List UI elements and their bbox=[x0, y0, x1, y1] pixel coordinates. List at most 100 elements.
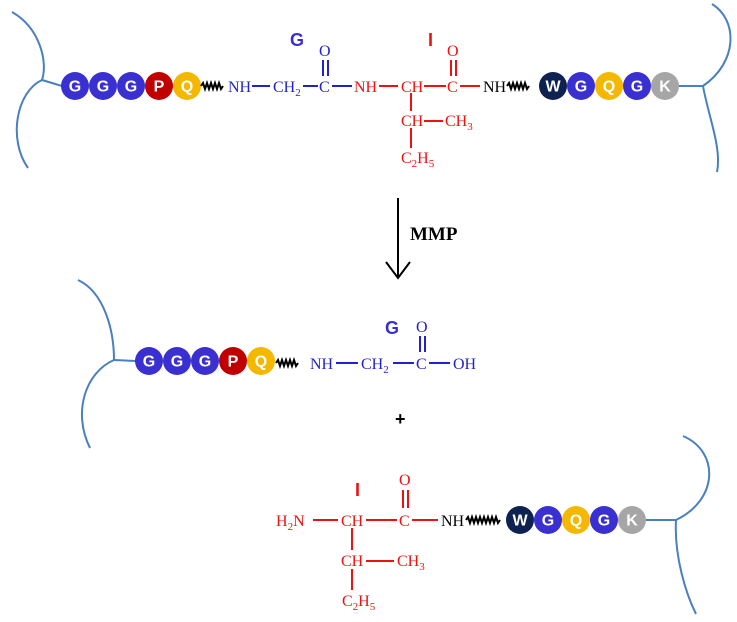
nh-group: NH bbox=[310, 356, 334, 373]
wavy-bond bbox=[275, 356, 299, 370]
isoleucine-label: I bbox=[428, 30, 433, 50]
nh-group: NH bbox=[228, 79, 252, 96]
left-polymer-arc bbox=[11, 11, 45, 169]
side-chain-ch: CH bbox=[341, 553, 364, 570]
carbonyl-carbon: C bbox=[399, 513, 410, 530]
right-peptide-beads: W G Q G K bbox=[506, 506, 646, 534]
peptide-bead: W bbox=[506, 506, 534, 534]
carbonyl-oxygen: O bbox=[416, 319, 428, 336]
bead-label: W bbox=[545, 79, 561, 96]
bead-label: G bbox=[97, 79, 109, 96]
hydroxyl-group: OH bbox=[453, 356, 477, 373]
left-peptide-beads: G G G P Q bbox=[61, 72, 201, 100]
bead-circle bbox=[590, 506, 618, 534]
carbonyl-carbon: C bbox=[319, 79, 330, 96]
arrow-head bbox=[385, 261, 411, 280]
peptide-bead: K bbox=[651, 72, 679, 100]
isoleucine-label: I bbox=[355, 480, 360, 500]
right-peptide-beads: W G Q G K bbox=[539, 72, 679, 100]
peptide-bead: Q bbox=[595, 72, 623, 100]
bead-circle bbox=[623, 72, 651, 100]
wavy-bond bbox=[465, 513, 501, 527]
peptide-bead: Q bbox=[562, 506, 590, 534]
bead-circle bbox=[247, 347, 275, 375]
bead-circle bbox=[506, 506, 534, 534]
peptide-bead: W bbox=[539, 72, 567, 100]
bead-circle bbox=[618, 506, 646, 534]
bead-label: W bbox=[512, 513, 528, 530]
bead-label: G bbox=[542, 513, 554, 530]
bead-label: G bbox=[125, 79, 137, 96]
carbonyl-carbon: C bbox=[447, 79, 458, 96]
left-polymer-link bbox=[113, 359, 137, 362]
peptide-bead: G bbox=[89, 72, 117, 100]
peptide-bead: K bbox=[618, 506, 646, 534]
bead-circle bbox=[61, 72, 89, 100]
bead-circle bbox=[562, 506, 590, 534]
cleavage-product-1: G G G P Q G NH CH2 C O OH bbox=[77, 279, 477, 449]
peptide-bead: P bbox=[145, 72, 173, 100]
bead-circle bbox=[135, 347, 163, 375]
wavy-bond bbox=[200, 79, 224, 93]
peptide-bead: Q bbox=[173, 72, 201, 100]
peptide-bead: G bbox=[117, 72, 145, 100]
bead-circle bbox=[163, 347, 191, 375]
right-polymer-arc bbox=[674, 435, 711, 615]
nh-group: NH bbox=[354, 79, 378, 96]
bead-label: Q bbox=[181, 79, 193, 96]
ethyl-group: C2H5 bbox=[342, 593, 376, 613]
alpha-carbon: CH bbox=[341, 513, 364, 530]
right-polymer-arc bbox=[701, 3, 732, 173]
bead-circle bbox=[539, 72, 567, 100]
bead-label: K bbox=[659, 79, 671, 96]
peptide-bead: G bbox=[623, 72, 651, 100]
wavy-bond bbox=[506, 79, 530, 93]
enzyme-label: MMP bbox=[410, 224, 458, 245]
bead-circle bbox=[534, 506, 562, 534]
peptide-bead: P bbox=[219, 347, 247, 375]
peptide-bead: G bbox=[534, 506, 562, 534]
side-chain-ch: CH bbox=[401, 113, 424, 130]
peptide-bead: G bbox=[590, 506, 618, 534]
left-polymer-arc bbox=[77, 279, 116, 449]
bead-circle bbox=[595, 72, 623, 100]
bead-label: G bbox=[575, 79, 587, 96]
bead-label: P bbox=[228, 354, 239, 371]
bead-circle bbox=[191, 347, 219, 375]
amine-group: H2N bbox=[276, 513, 305, 533]
cleavage-arrow: MMP bbox=[385, 198, 458, 280]
ethyl-group: C2H5 bbox=[401, 150, 435, 170]
carbonyl-oxygen: O bbox=[319, 43, 331, 60]
bead-label: K bbox=[626, 513, 638, 530]
bead-label: G bbox=[69, 79, 81, 96]
bead-label: G bbox=[598, 513, 610, 530]
bead-circle bbox=[89, 72, 117, 100]
carbonyl-carbon: C bbox=[416, 356, 427, 373]
bead-label: G bbox=[143, 354, 155, 371]
cleavage-product-2: I H2N CH C O CH CH3 C2H5 NH W G Q G K bbox=[276, 435, 711, 615]
bead-label: G bbox=[631, 79, 643, 96]
nh-group: NH bbox=[441, 513, 465, 530]
carbonyl-oxygen: O bbox=[447, 43, 459, 60]
ch2-group: CH2 bbox=[361, 356, 389, 376]
bead-label: Q bbox=[603, 79, 615, 96]
bead-label: G bbox=[171, 354, 183, 371]
plus-sign: + bbox=[395, 409, 406, 429]
bead-circle bbox=[567, 72, 595, 100]
bead-label: Q bbox=[255, 354, 267, 371]
methyl-group: CH3 bbox=[445, 113, 473, 133]
bead-circle bbox=[173, 72, 201, 100]
glycine-label: G bbox=[385, 318, 399, 338]
peptide-bead: G bbox=[135, 347, 163, 375]
carbonyl-oxygen: O bbox=[399, 472, 411, 489]
bead-label: P bbox=[154, 79, 165, 96]
alpha-carbon: CH bbox=[401, 79, 424, 96]
bead-circle bbox=[219, 347, 247, 375]
peptide-bead: Q bbox=[247, 347, 275, 375]
glycine-label: G bbox=[290, 30, 304, 50]
peptide-bead: G bbox=[61, 72, 89, 100]
peptide-bead: G bbox=[163, 347, 191, 375]
bead-label: Q bbox=[570, 513, 582, 530]
bead-circle bbox=[117, 72, 145, 100]
